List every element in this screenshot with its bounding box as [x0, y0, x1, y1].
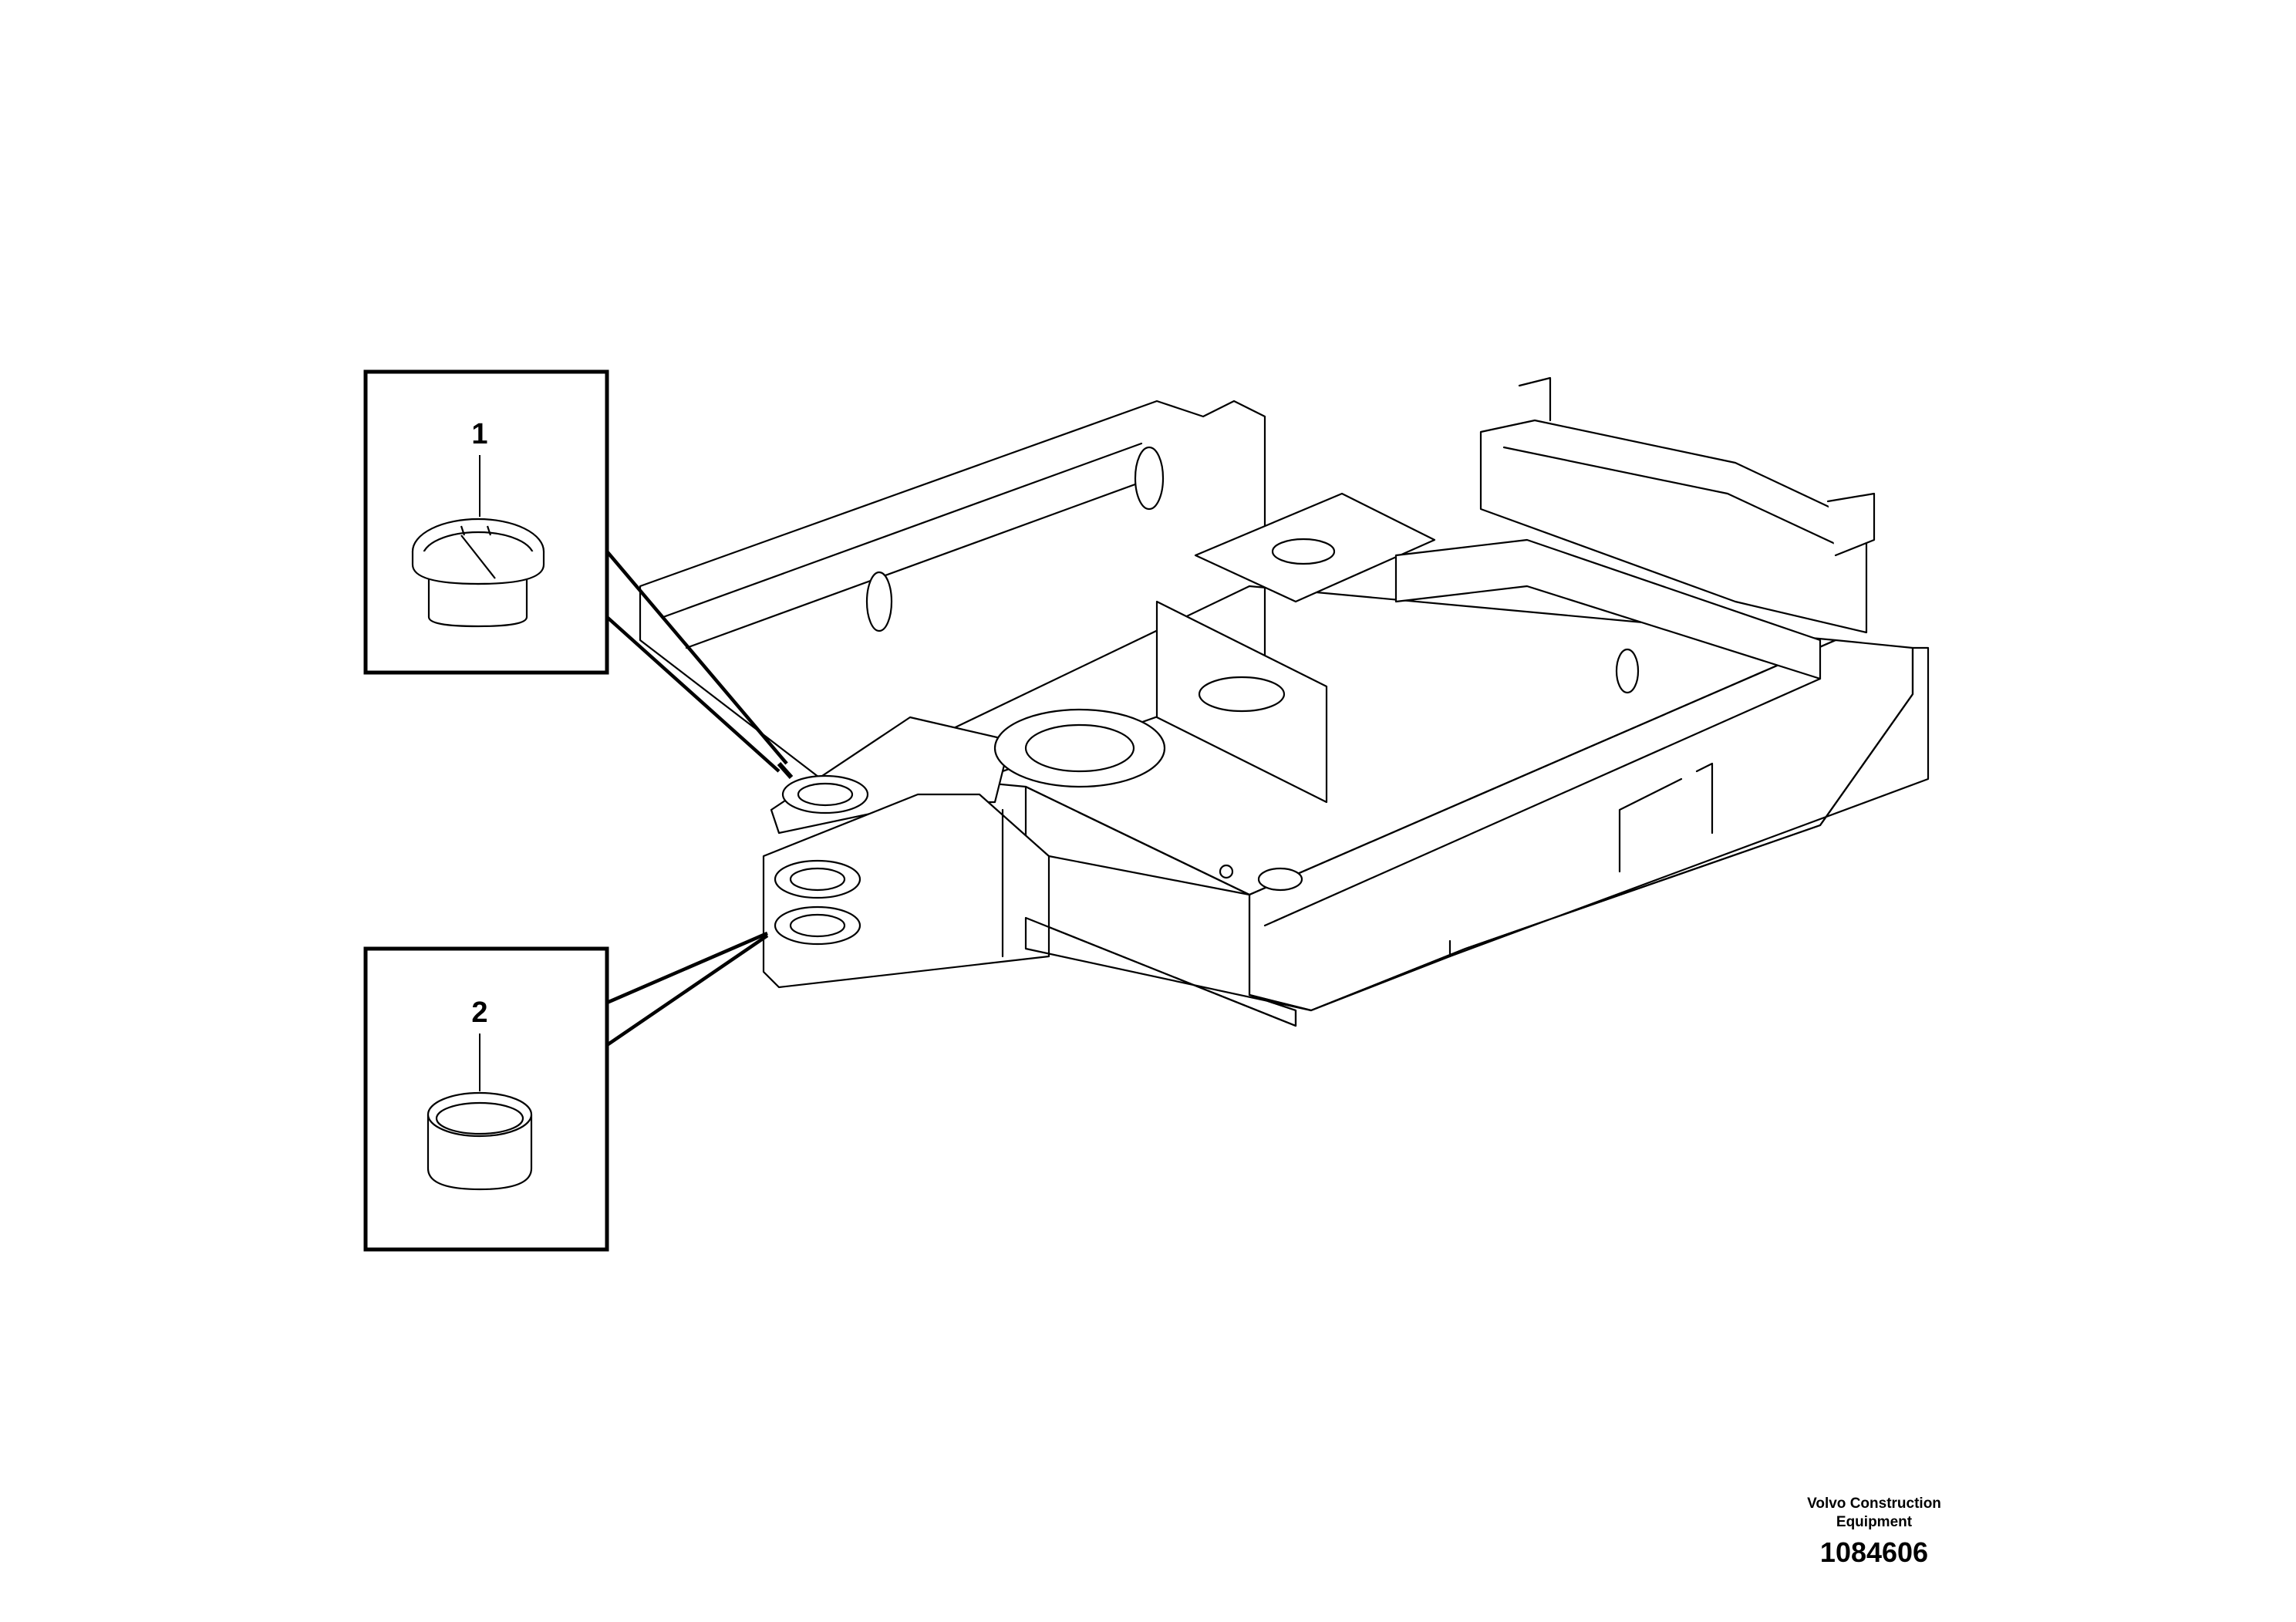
leader-line-2 — [607, 933, 767, 1003]
leader-line-1 — [607, 551, 787, 764]
manufacturer-line-1: Volvo Construction — [1807, 1496, 1941, 1512]
manufacturer-label: Volvo Construction Equipment — [1751, 1495, 1998, 1532]
callout-number-1: 1 — [471, 418, 487, 450]
callout-2: 2 — [366, 933, 767, 1249]
callout-1: 1 — [366, 372, 791, 777]
manufacturer-line-2: Equipment — [1836, 1514, 1913, 1530]
callout-number-2: 2 — [471, 996, 487, 1029]
upper-frame-drawing — [640, 378, 1928, 1026]
flanged-bushing-icon — [413, 519, 544, 626]
plain-bushing-icon — [428, 1093, 531, 1189]
drawing-number: 1084606 — [1819, 1536, 1929, 1568]
